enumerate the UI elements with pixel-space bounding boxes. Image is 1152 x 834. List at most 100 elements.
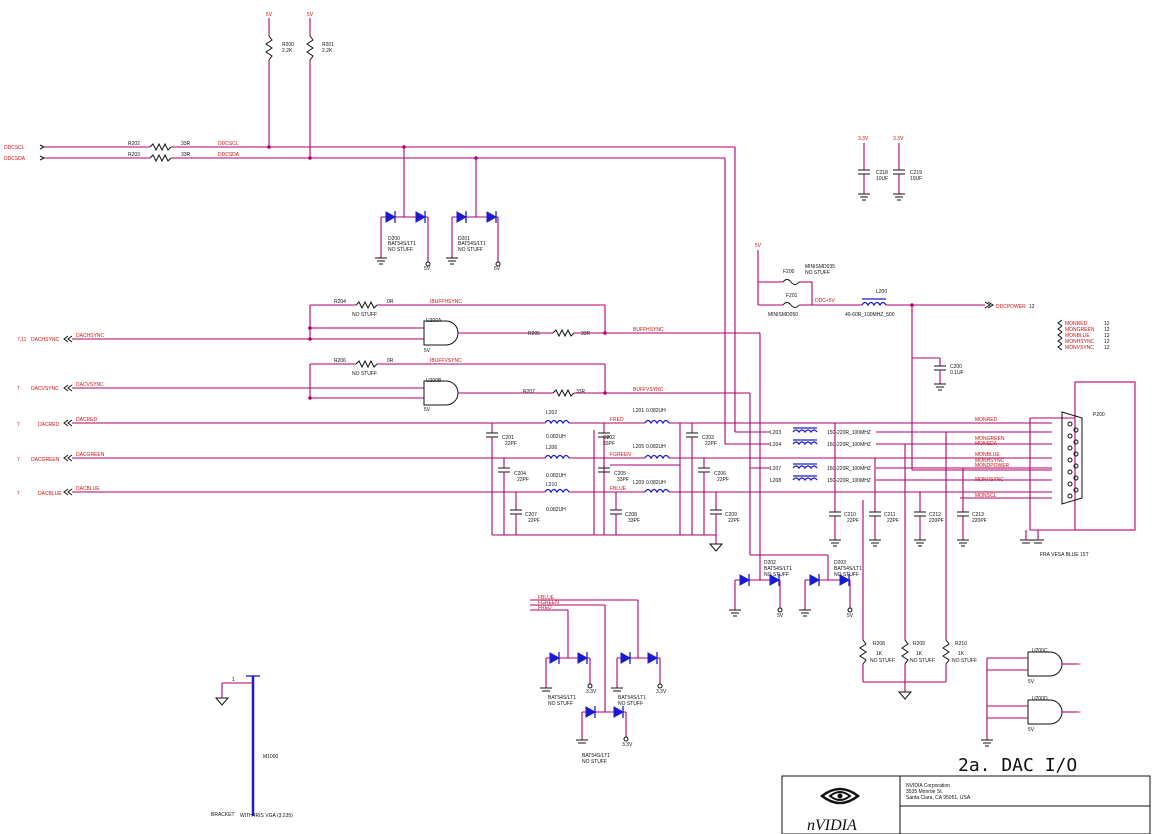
l206-value: 0.082UH bbox=[546, 473, 566, 479]
pulldown-resistors: R208 1K NO STUFF R209 1K NO STUFF R210 1… bbox=[859, 432, 977, 700]
bracket-pin: 1 bbox=[232, 677, 235, 683]
r209-ref: R209 bbox=[913, 641, 925, 647]
d201-rail: 5V bbox=[494, 266, 501, 272]
shunt-caps: C201 22PF C202 33PF C203 22PF C204 22PF … bbox=[486, 423, 740, 552]
vsync-net-label: DACVSYNC bbox=[76, 382, 104, 388]
ddc-pullups: 5V 5V R200 2.2K R201 2.2K bbox=[265, 12, 334, 157]
p200-description: FRA VESA BLUE 15T bbox=[1040, 552, 1089, 558]
red-net-label: DACRED bbox=[76, 417, 98, 423]
prot-right-rail: 3.3V bbox=[656, 689, 667, 695]
u200a-rail: 5V bbox=[424, 348, 431, 354]
bracket-m1000: 1 M1000 BRACKET WITH IRIS VGA (3.235) bbox=[211, 675, 293, 819]
r204-nostuff: NO STUFF bbox=[352, 312, 377, 318]
off-page-connectors: MONRED MONGREEN MONBLUE MONHSYNC MONVSYN… bbox=[1057, 319, 1110, 351]
c211-value: 22PF bbox=[887, 518, 899, 524]
d200-part: BAT54S/LT1 bbox=[388, 241, 416, 247]
f200-nostuff: NO STUFF bbox=[805, 270, 830, 276]
prot-net-fblue: FBLUE bbox=[538, 595, 555, 601]
d202-nostuff: NO STUFF bbox=[764, 572, 789, 578]
d203-rail: 5V bbox=[847, 613, 854, 619]
u200d-rail: 5V bbox=[1028, 727, 1035, 733]
ddc-power: 5V F200 MINISMD035 NO STUFF F201 MINISMD… bbox=[755, 243, 1035, 470]
offpage-monvsync: MONVSYNC bbox=[1065, 345, 1094, 351]
red-input-label: DACRED bbox=[38, 422, 60, 428]
monsda-label: MONSDA bbox=[975, 441, 998, 447]
d202-part: BAT54S/LT1 bbox=[764, 566, 792, 572]
title-block: 2a. DAC I/O nVIDIA NVIDIA Corporation 35… bbox=[781, 755, 1151, 834]
l205-value: 0.082UH bbox=[646, 444, 666, 450]
l201-value: 0.082UH bbox=[646, 408, 666, 414]
c207-value: 22PF bbox=[528, 518, 540, 524]
monred-label: MONRED bbox=[975, 417, 998, 423]
bracket-note: WITH IRIS VGA (3.235) bbox=[240, 813, 293, 819]
l203-value: 150-220R_100MHZ bbox=[827, 430, 871, 436]
offpage-monred: MONRED bbox=[1065, 321, 1088, 327]
c202-ref: C202 bbox=[603, 435, 615, 441]
c207-ref: C207 bbox=[525, 512, 537, 518]
prot-right-part: BAT54S/LT1 bbox=[618, 695, 646, 701]
c211-ref: C211 bbox=[884, 512, 896, 518]
r203-ref: R203 bbox=[128, 152, 140, 158]
buffvsync-label: BUFFVSYNC bbox=[633, 387, 664, 393]
mondpower-label: MONDPOWER bbox=[975, 463, 1010, 469]
d202-rail: 5V bbox=[777, 613, 784, 619]
f201-value: MINISMD050 bbox=[768, 312, 798, 318]
red-prefix: 7 bbox=[17, 422, 20, 428]
fuse-rail: 5V bbox=[755, 243, 762, 249]
vsync-input-label: DACVSYNC bbox=[31, 386, 59, 392]
sync-protection-diodes: D202 BAT54S/LT1 NO STUFF 5V D203 BAT54S/… bbox=[729, 468, 862, 619]
l209-ref: L209 bbox=[633, 480, 644, 486]
offpage-mongreen: MONGREEN bbox=[1065, 327, 1095, 333]
prot-net-fgreen: FGREEN bbox=[538, 600, 559, 606]
f200-value: MINISMD035 bbox=[805, 264, 835, 270]
bulk-caps: 3.3V 3.3V C218 10UF C219 10UF bbox=[858, 136, 922, 201]
l208-value: 150-220R_100MHZ bbox=[827, 478, 871, 484]
c210-ref: C210 bbox=[844, 512, 856, 518]
r208-nostuff: NO STUFF bbox=[870, 658, 895, 664]
f201-ref: F201 bbox=[786, 293, 798, 299]
prot-bottom-part: BAT54S/LT1 bbox=[582, 753, 610, 759]
rgb-filters: 7 DACRED DACRED L202 0.082UH L201 0.082U… bbox=[17, 408, 770, 552]
c203-value: 22PF bbox=[705, 441, 717, 447]
l204-value: 150-220R_100MHZ bbox=[827, 442, 871, 448]
sheet-title: 2a. DAC I/O bbox=[958, 755, 1077, 776]
company-line2: 3535 Monroe St. bbox=[906, 789, 943, 795]
d203-part: BAT54S/LT1 bbox=[834, 566, 862, 572]
output-caps: C210 22PF C211 22PF C212 220PF C213 220P… bbox=[829, 423, 987, 547]
ddc-lines: DDCSCL DDCSDA R202 33R R203 33R DDCSCL D… bbox=[4, 141, 770, 445]
offpage-ref-5: 12 bbox=[1104, 345, 1110, 351]
prot-left-rail: 3.3V bbox=[586, 689, 597, 695]
r206-nostuff: NO STUFF bbox=[352, 371, 377, 377]
vsync-prefix: 7 bbox=[17, 386, 20, 392]
l202-ref: L202 bbox=[546, 410, 557, 416]
ddc5v-label: DDC+5V bbox=[815, 298, 836, 304]
l209-value: 0.082UH bbox=[646, 480, 666, 486]
r207-value: 33R bbox=[576, 389, 586, 395]
r205-value: 33R bbox=[581, 331, 591, 337]
fgreen-label: FGREEN bbox=[610, 452, 631, 458]
r200-ref: R200 bbox=[282, 42, 294, 48]
r208-ref: R208 bbox=[873, 641, 885, 647]
d200-ref: D200 bbox=[388, 236, 400, 242]
unused-gates: U200C U200D 5V 5V × × bbox=[981, 648, 1081, 747]
ddcsda-input-label: DDCSDA bbox=[4, 156, 26, 162]
r209-nostuff: NO STUFF bbox=[910, 658, 935, 664]
c200-ref: C200 bbox=[950, 364, 962, 370]
u200c-nc: × bbox=[1078, 662, 1081, 668]
l206-ref: L206 bbox=[546, 445, 557, 451]
r206-ref: R206 bbox=[334, 358, 346, 364]
vga-connector-p200[interactable]: P200 FRA VESA BLUE 15T bbox=[1020, 381, 1136, 558]
c204-ref: C204 bbox=[514, 471, 526, 477]
monhsync-label: MONHSYNC bbox=[975, 458, 1005, 464]
d202-ref: D202 bbox=[764, 560, 776, 566]
u200b-ref: U200B bbox=[426, 378, 442, 384]
prot-bottom-rail: 3.3V bbox=[622, 742, 633, 748]
company-line1: NVIDIA Corporation bbox=[906, 783, 950, 789]
u200c-rail: 5V bbox=[1028, 679, 1035, 685]
offpage-ref-2: 12 bbox=[1104, 327, 1110, 333]
r201-value: 2.2K bbox=[322, 48, 333, 54]
c201-value: 22PF bbox=[505, 441, 517, 447]
r207-ref: R207 bbox=[523, 389, 535, 395]
ibuffvsync-label: IBUFFVSYNC bbox=[430, 358, 462, 364]
bracket-label: BRACKET bbox=[211, 812, 235, 818]
